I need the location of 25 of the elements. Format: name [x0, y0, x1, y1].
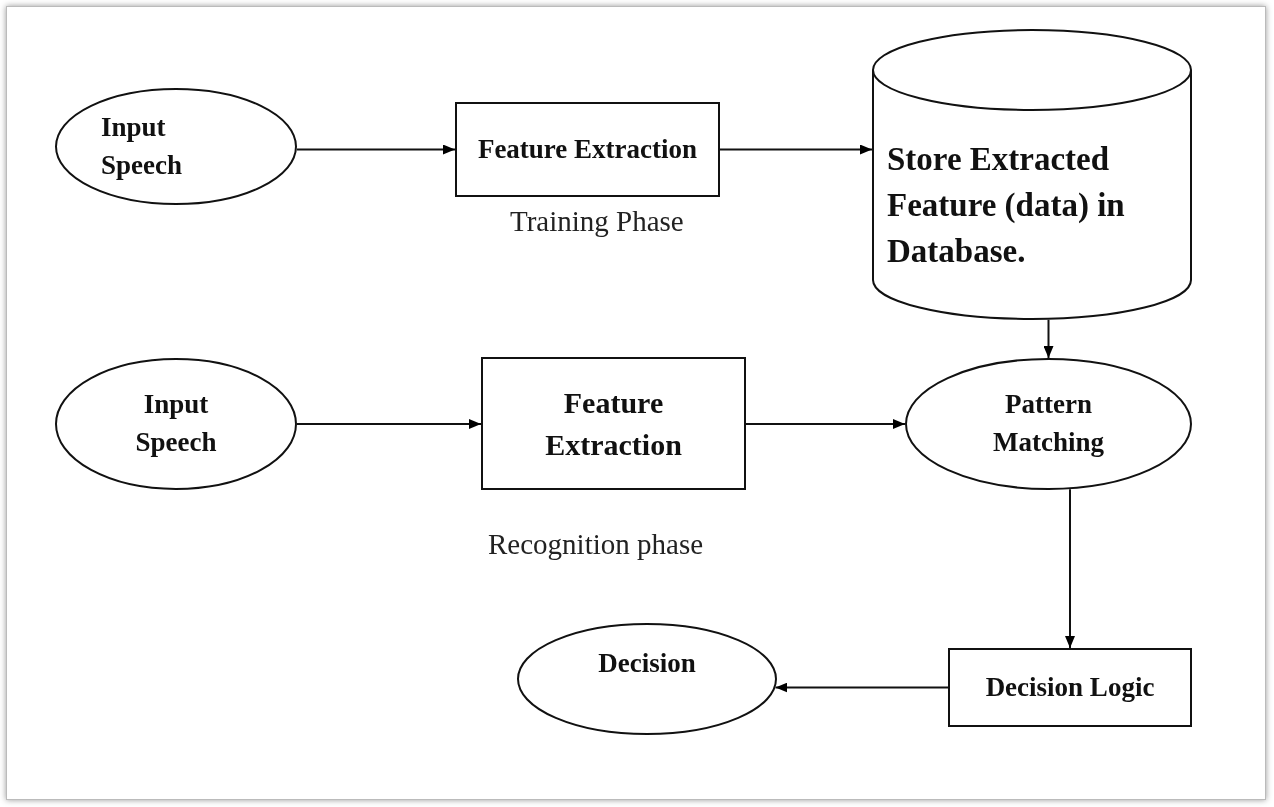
phase-label: Training Phase: [510, 205, 684, 238]
process-box: [455, 102, 720, 197]
node-label: Input Speech: [134, 388, 218, 459]
arrow: [1065, 488, 1075, 649]
process-box: [948, 648, 1192, 727]
arrow: [774, 682, 949, 693]
node-label: Input Speech: [101, 110, 183, 182]
ellipse-node: [55, 88, 297, 205]
arrow: [719, 144, 873, 155]
node-label: Feature Extraction: [477, 132, 698, 166]
arrow: [745, 419, 906, 429]
ellipse-node: [905, 358, 1192, 490]
node-label: Pattern Matching: [992, 388, 1105, 459]
phase-label: Recognition phase: [488, 528, 704, 561]
database-cylinder: [872, 30, 1192, 320]
ellipse-node: [55, 358, 297, 490]
arrow: [295, 144, 456, 155]
process-box: [481, 357, 746, 490]
node-label: Store Extracted Feature (data) in Database.: [887, 139, 1126, 272]
ellipse-node: [517, 623, 777, 735]
node-label: Feature Extraction: [544, 384, 683, 463]
node-label: Decision: [597, 647, 697, 681]
arrow: [296, 419, 482, 429]
arrow: [1043, 318, 1054, 359]
node-label: Decision Logic: [984, 670, 1156, 704]
